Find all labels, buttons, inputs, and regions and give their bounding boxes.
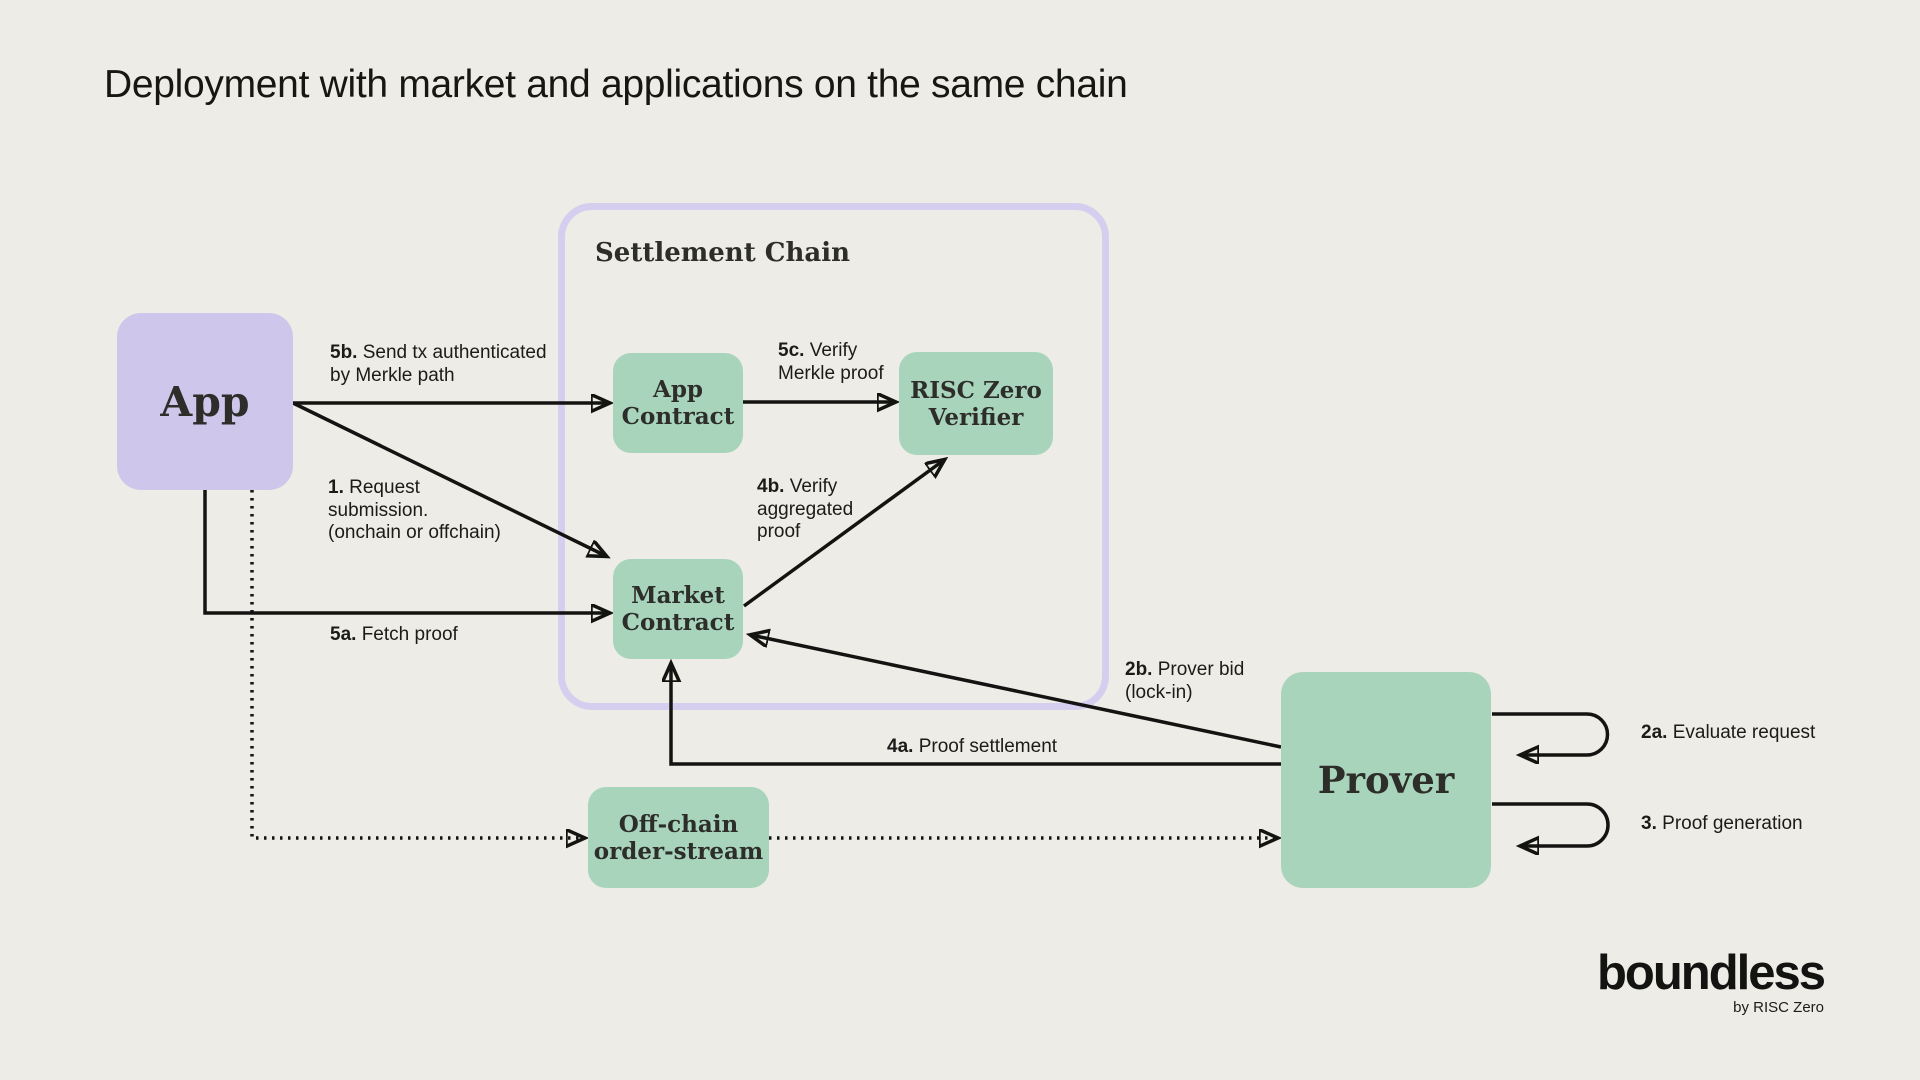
node-risc-zero-verifier: RISC Zero Verifier: [899, 352, 1053, 455]
settlement-chain-label: Settlement Chain: [595, 238, 850, 268]
edge-label-2a: 2a. Evaluate request: [1641, 722, 1816, 743]
node-app: App: [117, 313, 293, 490]
edge-label-5c: 5c. Verify Merkle proof: [778, 340, 884, 384]
node-offchain-order-stream: Off-chain order-stream: [588, 787, 769, 888]
node-market-contract: Market Contract: [613, 559, 743, 659]
page-title: Deployment with market and applications …: [104, 63, 1128, 106]
node-app-contract: App Contract: [613, 353, 743, 453]
edge-label-5b: 5b. Send tx authenticated by Merkle path: [330, 342, 547, 386]
arrow-dotted-app-to-offchain: [250, 490, 584, 838]
node-offchain-order-stream-line1: Off-chain: [618, 810, 739, 838]
settlement-chain-group: [558, 203, 1109, 710]
edge-5a-number: 5a.: [330, 624, 357, 645]
edge-label-2b: 2b. Prover bid (lock-in): [1125, 659, 1245, 703]
edge-3-number: 3.: [1641, 813, 1657, 834]
boundless-logo: boundless by RISC Zero: [1596, 946, 1826, 1016]
node-prover-label: Prover: [1317, 757, 1455, 802]
edge-label-4a: 4a. Proof settlement: [887, 736, 1058, 757]
node-risc-zero-verifier-line2: Verifier: [928, 403, 1024, 431]
arrow-3-prover-selfloop: [1492, 802, 1610, 846]
node-app-label: App: [160, 377, 250, 426]
arrow-2a-prover-selfloop: [1492, 712, 1610, 755]
arrow-2b-prover-to-market: [751, 635, 1282, 749]
edge-2a-number: 2a.: [1641, 722, 1668, 743]
arrow-5a-app-to-market: [203, 490, 609, 613]
node-market-contract-line2: Contract: [621, 609, 735, 636]
edge-label-1: 1. Request submission. (onchain or offch…: [328, 477, 501, 543]
node-market-contract-line1: Market: [631, 582, 725, 609]
node-prover: Prover: [1281, 672, 1491, 888]
settlement-chain-label-line2: Chain: [764, 238, 851, 268]
edge-2b-number: 2b.: [1125, 659, 1153, 680]
logo-byline: by RISC Zero: [1733, 999, 1824, 1016]
edge-4a-number: 4a.: [887, 736, 914, 757]
edge-5c-number: 5c.: [778, 340, 805, 361]
edge-4b-number: 4b.: [757, 476, 785, 497]
arrow-4b-market-to-verifier: [742, 460, 944, 608]
edge-label-4b: 4b. Verify aggregated proof: [757, 476, 854, 542]
node-risc-zero-verifier-line1: RISC Zero: [910, 376, 1042, 404]
arrow-4a-prover-to-market: [671, 664, 1281, 766]
edge-5b-number: 5b.: [330, 342, 358, 363]
node-offchain-order-stream-line2: order-stream: [593, 837, 764, 865]
node-app-contract-line2: Contract: [621, 403, 735, 430]
arrow-1-app-to-market: [292, 401, 606, 556]
logo-wordmark: boundless: [1596, 946, 1826, 1000]
edge-label-5a: 5a. Fetch proof: [330, 624, 458, 645]
edge-1-number: 1.: [328, 477, 344, 498]
edge-label-3: 3. Proof generation: [1641, 813, 1803, 834]
settlement-chain-label-line1: Settlement: [595, 238, 756, 268]
node-app-contract-line1: App: [652, 376, 703, 403]
